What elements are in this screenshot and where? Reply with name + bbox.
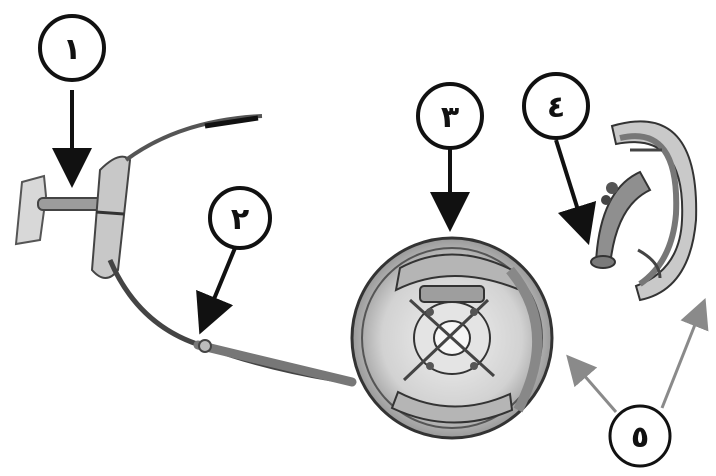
callout-1: ١ <box>38 14 106 82</box>
callout-arrows <box>52 90 709 413</box>
callout-3: ٣ <box>416 82 484 150</box>
parking-brake-lever-arm <box>590 170 652 269</box>
brake-cable <box>107 114 357 387</box>
callout-arrow-2 <box>196 247 237 335</box>
callout-arrow-5b <box>660 298 709 409</box>
drum-brake-assembly <box>350 236 554 440</box>
callout-arrow-5a <box>566 354 618 413</box>
callout-label-4: ٤ <box>547 90 565 125</box>
callout-label-1: ١ <box>63 32 81 67</box>
brake-shoes <box>610 120 698 302</box>
callout-label-2: ٢ <box>231 202 249 237</box>
callout-5: ٥ <box>608 404 672 468</box>
parking-brake-lever <box>14 155 132 279</box>
callout-2: ٢ <box>208 186 272 250</box>
callout-label-5: ٥ <box>631 420 649 455</box>
callout-4: ٤ <box>522 72 590 140</box>
callout-arrow-4 <box>554 139 597 246</box>
callout-label-3: ٣ <box>441 100 459 135</box>
